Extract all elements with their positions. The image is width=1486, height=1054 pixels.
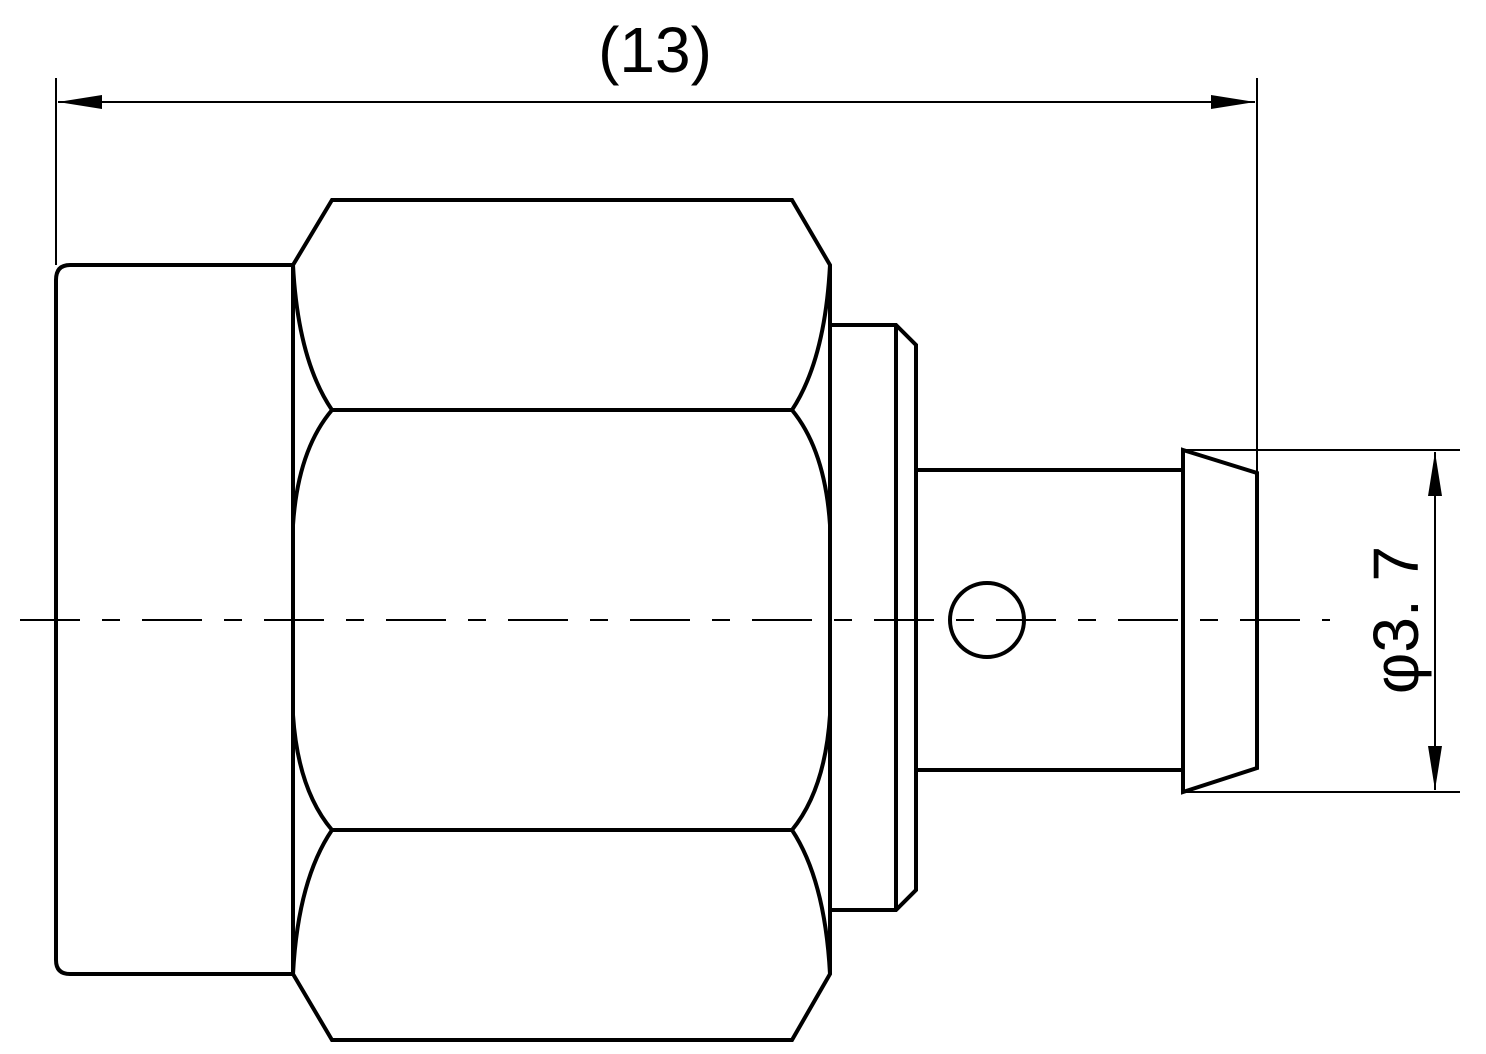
hex-nut-arc-left-top <box>291 264 334 412</box>
arrowhead-top <box>1428 452 1442 496</box>
hex-nut-arc-right-top <box>790 264 832 412</box>
side-hole <box>948 581 1026 659</box>
flange <box>830 323 918 912</box>
hex-nut-arc-right-mid-bottom <box>790 714 832 832</box>
hex-nut-arc-left-mid-bottom <box>291 714 334 832</box>
hex-nut-arc-left-bottom <box>291 828 334 975</box>
tapered-tip <box>1181 447 1259 795</box>
back-body <box>54 263 293 976</box>
length-dimension-label: (13) <box>598 14 712 86</box>
hex-nut-arc-right-mid-top <box>790 408 832 526</box>
hex-nut-arc-right-bottom <box>790 828 832 975</box>
arrowhead-left <box>58 95 102 109</box>
arrowhead-bottom <box>1428 746 1442 790</box>
diameter-dimension-label: φ3. 7 <box>1360 546 1432 694</box>
hex-nut-arc-left-mid-top <box>291 408 334 526</box>
arrowhead-right <box>1211 95 1255 109</box>
